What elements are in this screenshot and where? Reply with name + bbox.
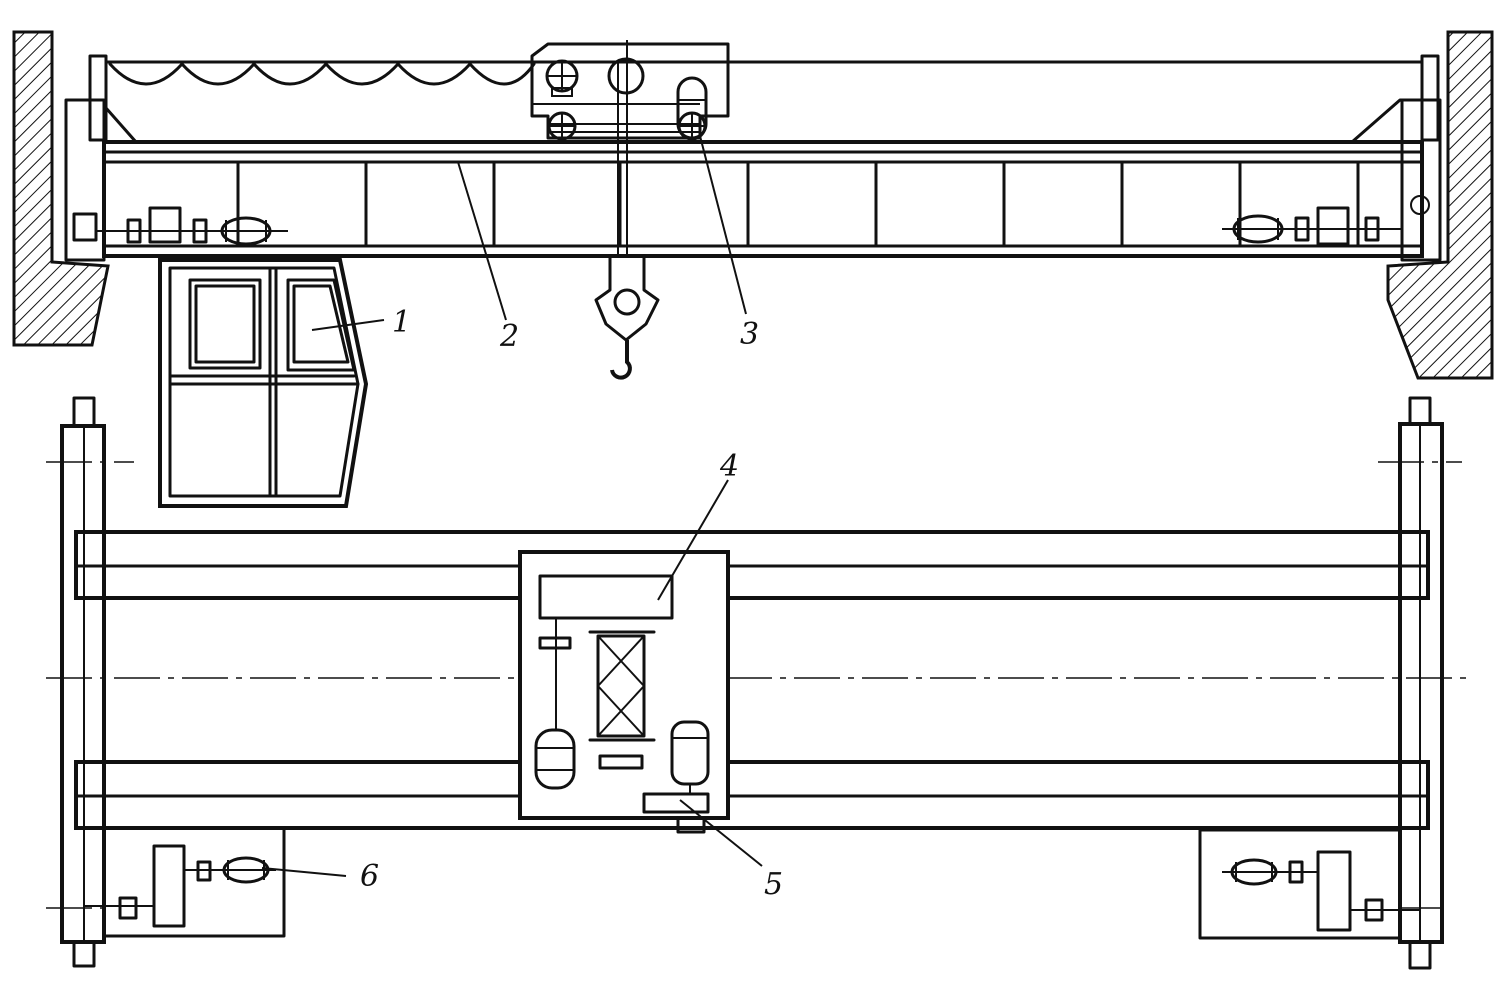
main-girder-top [74,530,1430,600]
elevation-view [12,30,1494,508]
main-girder-bottom [74,760,1430,830]
left-post [88,54,108,142]
left-bridge-drive-elevation [72,206,288,246]
callout-1: 1 [392,305,411,340]
trolley [530,42,730,141]
right-end-beam [1398,396,1444,970]
right-gearbox [1316,850,1352,932]
right-post [1420,54,1440,142]
girder-stiffeners [236,160,1360,248]
leader-3 [699,135,747,315]
right-wall [1386,30,1494,380]
trolley-travel-gearbox [642,792,710,814]
plan-view [46,396,1470,970]
hook-block [594,254,660,380]
right-bridge-travel-drive [1198,828,1420,940]
callout-3: 3 [740,317,759,352]
festoon-cable [108,62,536,86]
leader-2 [457,161,507,321]
right-bridge-drive-elevation [1222,206,1402,246]
leader-4 [657,479,729,601]
left-bridge-travel-drive [84,826,286,938]
leader-6 [261,867,347,877]
callouts: 1 2 3 4 5 6 [261,135,783,902]
right-gusset [1350,98,1424,144]
left-gusset [104,106,138,144]
callout-2: 2 [499,319,519,354]
callout-4: 4 [719,449,739,484]
left-gearbox [152,844,186,928]
leader-1 [311,319,385,331]
left-travel-motor-icon [222,856,270,884]
hook-icon [610,340,632,380]
hoist-motor-box [538,574,674,620]
trolley-plan [518,550,730,834]
left-wall [12,30,110,347]
leader-5 [679,799,763,867]
bridge-girder [102,140,1424,258]
left-end-carriage [64,98,106,262]
operator-cab [158,258,369,508]
left-end-beam [60,396,106,968]
right-travel-motor-icon [1230,858,1278,886]
callout-5: 5 [764,867,783,902]
hoist-brake-motor-icon [534,728,576,790]
callout-6: 6 [360,859,379,894]
